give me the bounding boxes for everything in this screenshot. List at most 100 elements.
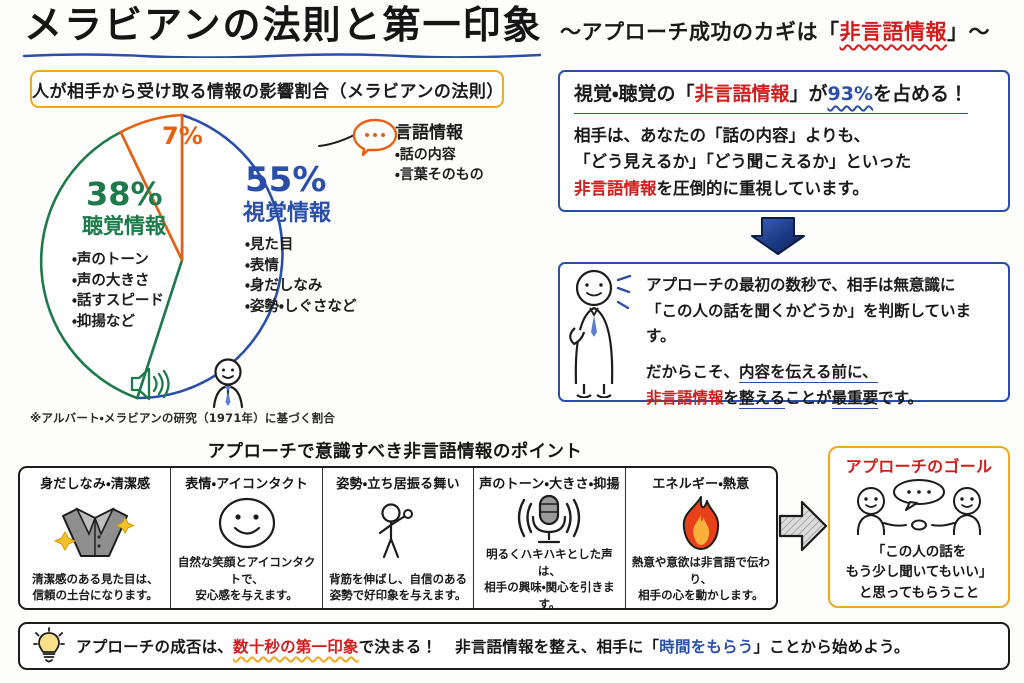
pie-auditory-label: 聴覚情報 xyxy=(82,214,166,238)
nonverbal-93-box: 視覚・聴覚の「非言語情報」が93%を占める！ 相手は、あなたの「話の内容」よりも… xyxy=(558,70,1010,212)
footer-c: 非言語情報を整え、相手に「 xyxy=(455,638,660,656)
list-item: ・声のトーン xyxy=(72,252,149,268)
point-column-posture: 姿勢・立ち居振る舞い 背筋を伸ばし、自信のある 姿勢で好印象を与えます。 xyxy=(321,468,473,608)
footer-d: 」ことから始めよう。 xyxy=(753,638,910,656)
microphone-icon xyxy=(506,492,592,546)
box2-p2-underline3: 最重要 xyxy=(831,388,879,409)
list-item: ・話すスピード xyxy=(72,293,164,310)
pie-source-note: ※アルバート・メラビアンの研究（1971年）に基づく割合 xyxy=(30,411,336,425)
title-underline xyxy=(22,53,542,58)
box93-c: を占める！ xyxy=(872,83,968,105)
down-arrow-icon xyxy=(751,217,805,255)
box2-p2-underline2: 整える xyxy=(739,388,786,409)
pie-visual-percent: 55% xyxy=(245,160,327,200)
box93-body-line1: 相手は、あなたの「話の内容」よりも、 xyxy=(574,125,871,145)
goal-text: 「この人の話を もう少し聞いてもいい」 と思ってもらうこと xyxy=(846,542,993,603)
box2-p2-underline1: 内容を伝える前に、 xyxy=(739,363,878,384)
footer-summary-bar: アプローチの成否は、数十秒の第一印象で決まる！非言語情報を整え、相手に「時間をも… xyxy=(18,622,1010,670)
box2-line4: 非言語情報を整えることが最重要です。 xyxy=(646,386,996,412)
right-arrow-icon xyxy=(778,500,828,552)
footer-highlight: 数十秒の第一印象 xyxy=(233,638,359,656)
point-column-energy: エネルギー・熱意 熱意や意欲は非言語で伝わり、 相手の心を動かします。 xyxy=(624,468,776,608)
column-header: 声のトーン・大きさ・抑揚 xyxy=(479,477,620,492)
column-header: エネルギー・熱意 xyxy=(652,477,750,492)
desc-line2: 安心感を与えます。 xyxy=(195,588,298,603)
box93-highlight: 非言語情報 xyxy=(694,83,790,105)
column-header: 姿勢・立ち居振る舞い xyxy=(336,477,460,492)
box2-line3: だからこそ、内容を伝える前に、 xyxy=(646,360,996,386)
goal-line2: もう少し聞いてもいい」 xyxy=(845,564,993,581)
point-column-voice: 声のトーン・大きさ・抑揚 明るくハキハキとした声は、 相手の興味・関心を引きます… xyxy=(473,468,624,611)
pie-caption-chip: 人が相手から受け取る情報の影響割合（メラビアンの法則） xyxy=(30,70,504,108)
column-desc: 熱意や意欲は非言語で伝わり、 相手の心を動かします。 xyxy=(630,554,772,604)
box2-line1: アプローチの最初の数秒で、相手は無意識に xyxy=(646,276,956,294)
first-impression-box: アプローチの最初の数秒で、相手は無意識に 「この人の話を聞くかどうか」を判断して… xyxy=(558,262,1010,409)
speaker-icon xyxy=(130,367,170,401)
box93-b: 」が xyxy=(789,83,828,105)
list-item: ・姿勢・しぐさなど xyxy=(245,298,357,315)
column-desc: 清潔感のある見た目は、 信頼の土台になります。 xyxy=(32,571,159,604)
goal-title: アプローチのゴール xyxy=(845,457,993,476)
confident-person-icon xyxy=(569,269,632,398)
box2-p2c: ことが xyxy=(785,388,832,407)
column-desc: 明るくハキハキとした声は、 相手の興味・関心を引きます。 xyxy=(478,546,620,613)
heading-highlight: 非言語情報 xyxy=(839,20,947,44)
box93-body-line3: 非言語情報を圧倒的に重視しています。 xyxy=(574,176,994,203)
box93-body-highlight: 非言語情報 xyxy=(574,179,657,199)
pie-auditory-items: ・声のトーン ・声の大きさ ・話すスピード ・抑揚など xyxy=(72,250,164,332)
page-title: メラビアンの法則と第一印象 xyxy=(24,3,543,47)
desc-line1: 自然な笑顔とアイコンタクトで、 xyxy=(177,554,316,586)
box2-p2a: だからこそ、 xyxy=(646,363,740,382)
desc-line2: 相手の心を動かします。 xyxy=(638,588,764,603)
flame-icon xyxy=(674,492,728,554)
box93-body: 相手は、あなたの「話の内容」よりも、 「どう見えるか」「どう聞こえるか」といった… xyxy=(574,123,994,203)
approach-goal-box: アプローチのゴール xyxy=(828,446,1010,608)
box2-p2b: を xyxy=(723,388,740,407)
smiley-face-icon xyxy=(216,492,278,554)
list-item: ・見た目 xyxy=(245,237,294,253)
list-item: ・表情 xyxy=(245,257,279,274)
column-header: 表情・アイコンタクト xyxy=(185,477,308,492)
pie-verbal-percent: 7% xyxy=(162,122,203,150)
pie-verbal-label: 言語情報 xyxy=(395,123,463,143)
box93-a: 視覚・聴覚の「 xyxy=(574,83,695,105)
point-column-expression: 表情・アイコンタクト 自然な笑顔とアイコンタクトで、 安心感を与えます。 xyxy=(170,468,321,608)
nonverbal-points-table: 身だしなみ・清潔感 清潔感のある見た目は、 信頼の土台になります。 xyxy=(18,466,778,611)
footer-a: アプローチの成否は、 xyxy=(76,638,234,656)
list-item: ・声の大きさ xyxy=(72,272,150,289)
box93-headline: 視覚・聴覚の「非言語情報」が93%を占める！ xyxy=(574,82,968,114)
desc-line2: 相手の興味・関心を引きます。 xyxy=(484,580,615,612)
box93-percent: 93% xyxy=(827,83,873,105)
pie-visual-items: ・見た目 ・表情 ・身だしなみ ・姿勢・しぐさなど xyxy=(245,235,356,317)
goal-line1: 「この人の話を xyxy=(871,544,967,560)
standing-person-icon xyxy=(367,492,429,571)
box93-body-rest: を圧倒的に重視しています。 xyxy=(656,179,869,199)
box2-p2d: です。 xyxy=(878,388,924,407)
mehrabian-pie-chart xyxy=(22,110,352,410)
lightbulb-icon xyxy=(33,627,65,663)
box93-body-line2: 「どう見えるか」「どう聞こえるか」といった xyxy=(574,152,912,172)
goal-line3: と思ってもらうこと xyxy=(858,584,980,601)
desc-line1: 熱意や意欲は非言語で伝わり、 xyxy=(631,554,770,586)
desc-line1: 明るくハキハキとした声は、 xyxy=(486,547,613,578)
footer-highlight2: 時間をもらう xyxy=(659,638,754,656)
point-column-appearance: 身だしなみ・清潔感 清潔感のある見た目は、 信頼の土台になります。 xyxy=(20,468,170,608)
desc-line2: 信頼の土台になります。 xyxy=(32,588,158,603)
pie-visual-label: 視覚情報 xyxy=(243,201,332,226)
pie-auditory-percent: 38% xyxy=(86,175,163,213)
box2-body: アプローチの最初の数秒で、相手は無意識に 「この人の話を聞くかどうか」を判断して… xyxy=(646,273,996,412)
box2-highlight: 非言語情報 xyxy=(646,388,724,407)
heading-pre: 〜アプローチ成功のカギは「 xyxy=(560,20,840,44)
person-with-tie-icon xyxy=(212,358,244,409)
right-section-heading: 〜アプローチ成功のカギは「非言語情報」〜 xyxy=(530,16,1020,46)
column-header: 身だしなみ・清潔感 xyxy=(40,477,151,492)
heading-post: 」〜 xyxy=(947,20,990,44)
list-item: ・話の内容 xyxy=(395,147,456,163)
list-item: ・身だしなみ xyxy=(245,278,323,295)
desc-line1: 清潔感のある見た目は、 xyxy=(31,571,159,586)
pie-verbal-callout: 言語情報 ・話の内容 ・言葉そのもの xyxy=(395,118,545,186)
two-people-talking-icon xyxy=(838,479,1000,541)
box2-line2: 「この人の話を聞くかどうか」を判断しています。 xyxy=(646,301,972,346)
desc-line2: 姿勢で好印象を与えます。 xyxy=(329,588,467,603)
